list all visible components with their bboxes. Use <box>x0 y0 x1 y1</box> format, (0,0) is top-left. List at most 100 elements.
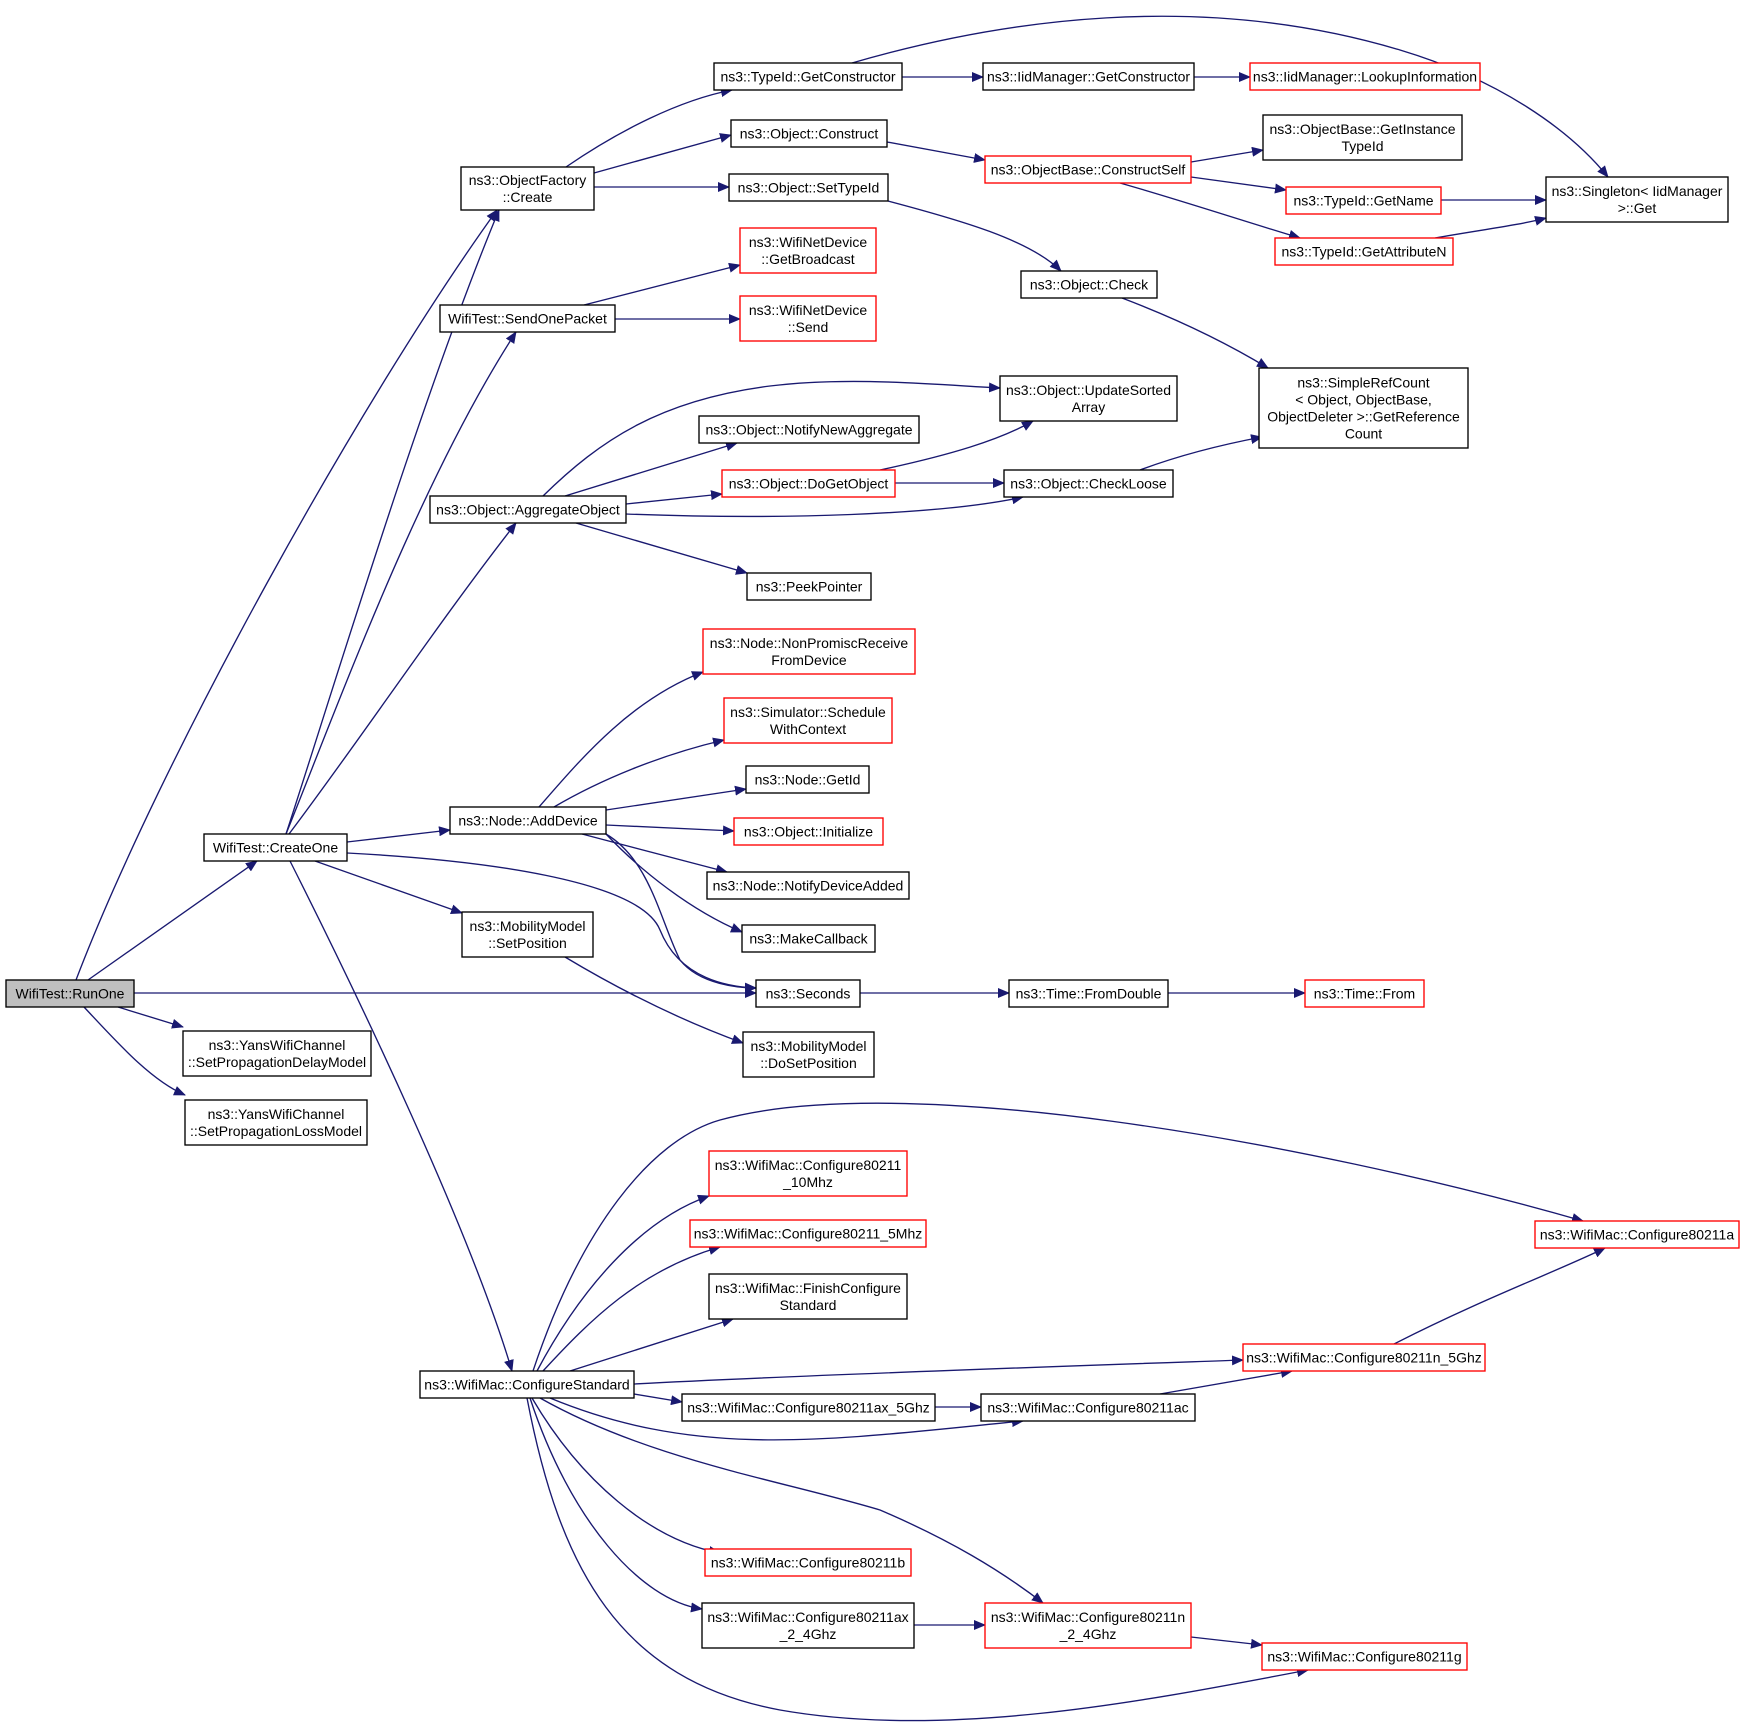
node-initialize[interactable]: ns3::Object::Initialize <box>733 817 884 846</box>
node-label-construct-0: ns3::Object::Construct <box>740 126 879 142</box>
node-box-cn5 <box>1242 1343 1486 1372</box>
edge-runone-to-yans_delay <box>117 1006 184 1029</box>
node-aggregate[interactable]: ns3::Object::AggregateObject <box>429 495 627 524</box>
edge-cac-to-cn5 <box>1159 1367 1293 1395</box>
node-singleton[interactable]: ns3::Singleton< IidManager>::Get <box>1545 176 1729 223</box>
node-label-cax24-0: ns3::WifiMac::Configure80211ax <box>707 1609 908 1625</box>
node-sendonepacket[interactable]: WifiTest::SendOnePacket <box>439 304 616 333</box>
node-construct[interactable]: ns3::Object::Construct <box>730 119 888 148</box>
edge-cn5-to-ca <box>1393 1247 1606 1345</box>
node-box-createone <box>203 833 348 862</box>
node-seconds[interactable]: ns3::Seconds <box>755 979 861 1008</box>
edge-runone-to-objfactory <box>75 209 498 981</box>
node-peekpointer[interactable]: ns3::PeekPointer <box>746 572 872 601</box>
node-cac[interactable]: ns3::WifiMac::Configure80211ac <box>980 1393 1196 1422</box>
node-box-getinstancetypeid <box>1262 114 1463 161</box>
node-label-cn24-0: ns3::WifiMac::Configure80211n <box>991 1609 1185 1625</box>
node-runone[interactable]: WifiTest::RunOne <box>5 979 135 1008</box>
node-yans_delay[interactable]: ns3::YansWifiChannel::SetPropagationDela… <box>182 1030 372 1077</box>
node-yans_loss[interactable]: ns3::YansWifiChannel::SetPropagationLoss… <box>184 1099 368 1146</box>
node-label-objfactory-1: ::Create <box>503 189 553 205</box>
node-label-dosetposition-0: ns3::MobilityModel <box>751 1038 867 1054</box>
node-cax5[interactable]: ns3::WifiMac::Configure80211ax_5Ghz <box>681 1393 936 1422</box>
edge-checkloose-to-simplerefcount <box>1139 434 1263 471</box>
node-cg[interactable]: ns3::WifiMac::Configure80211g <box>1261 1642 1468 1671</box>
node-box-dosetposition <box>742 1031 875 1078</box>
node-getattributen[interactable]: ns3::TypeId::GetAttributeN <box>1274 237 1454 266</box>
node-label-ca-0: ns3::WifiMac::Configure80211a <box>1540 1227 1734 1243</box>
node-box-settypeid <box>728 173 889 202</box>
node-simplerefcount[interactable]: ns3::SimpleRefCount< Object, ObjectBase,… <box>1258 367 1469 449</box>
node-makecallback[interactable]: ns3::MakeCallback <box>741 924 876 953</box>
node-c10mhz[interactable]: ns3::WifiMac::Configure80211_10Mhz <box>708 1150 908 1197</box>
node-box-peekpointer <box>746 572 872 601</box>
node-box-makecallback <box>741 924 876 953</box>
node-dosetposition[interactable]: ns3::MobilityModel::DoSetPosition <box>742 1031 875 1078</box>
edge-configstd-to-finishcfg <box>569 1317 734 1372</box>
edge-configstd-to-cb <box>531 1397 721 1556</box>
edge-configstd-to-ca <box>532 1102 1584 1372</box>
node-iidgetconstructor[interactable]: ns3::IidManager::GetConstructor <box>982 62 1195 91</box>
node-setposition[interactable]: ns3::MobilityModel::SetPosition <box>461 911 594 958</box>
node-constructself[interactable]: ns3::ObjectBase::ConstructSelf <box>984 155 1192 184</box>
node-getconstructor[interactable]: ns3::TypeId::GetConstructor <box>713 62 903 91</box>
node-objfactory[interactable]: ns3::ObjectFactory::Create <box>460 166 595 211</box>
node-label-simplerefcount-1: < Object, ObjectBase, <box>1295 392 1432 408</box>
node-cb[interactable]: ns3::WifiMac::Configure80211b <box>704 1548 912 1577</box>
node-label-cac-0: ns3::WifiMac::Configure80211ac <box>987 1400 1188 1416</box>
node-label-dogetobject-0: ns3::Object::DoGetObject <box>729 476 889 492</box>
node-getbroadcast[interactable]: ns3::WifiNetDevice::GetBroadcast <box>739 227 877 274</box>
node-c5mhz[interactable]: ns3::WifiMac::Configure80211_5Mhz <box>689 1219 927 1248</box>
node-label-schedulectx-1: WithContext <box>770 721 846 737</box>
node-adddevice[interactable]: ns3::Node::AddDevice <box>449 806 607 835</box>
node-notifynewagg[interactable]: ns3::Object::NotifyNewAggregate <box>698 415 920 444</box>
edge-aggregate-to-updatesorted <box>542 380 1001 497</box>
node-label-initialize-0: ns3::Object::Initialize <box>744 824 873 840</box>
node-box-notifydevadded <box>706 871 910 900</box>
node-box-fromdouble <box>1008 979 1169 1008</box>
node-fromdouble[interactable]: ns3::Time::FromDouble <box>1008 979 1169 1008</box>
node-label-singleton-0: ns3::Singleton< IidManager <box>1552 183 1723 199</box>
node-cn24[interactable]: ns3::WifiMac::Configure80211n_2_4Ghz <box>984 1602 1192 1649</box>
edge-createone-to-adddevice <box>346 826 451 843</box>
node-settypeid[interactable]: ns3::Object::SetTypeId <box>728 173 889 202</box>
node-objcheck[interactable]: ns3::Object::Check <box>1020 270 1158 299</box>
node-label-simplerefcount-3: Count <box>1345 426 1382 442</box>
node-label-getbroadcast-1: ::GetBroadcast <box>761 251 854 267</box>
node-label-notifynewagg-0: ns3::Object::NotifyNewAggregate <box>706 422 913 438</box>
node-box-singleton <box>1545 176 1729 223</box>
edge-adddevice-to-nonpromisc <box>538 671 704 808</box>
node-configstd[interactable]: ns3::WifiMac::ConfigureStandard <box>419 1370 635 1399</box>
node-label-getname-0: ns3::TypeId::GetName <box>1293 193 1433 209</box>
node-ca[interactable]: ns3::WifiMac::Configure80211a <box>1534 1220 1740 1249</box>
node-timefrom[interactable]: ns3::Time::From <box>1304 979 1425 1008</box>
node-label-nodegetid-0: ns3::Node::GetId <box>755 772 861 788</box>
node-getname[interactable]: ns3::TypeId::GetName <box>1285 186 1442 215</box>
node-nodegetid[interactable]: ns3::Node::GetId <box>745 765 870 794</box>
node-box-dogetobject <box>721 469 896 498</box>
nodes-layer: WifiTest::RunOneWifiTest::CreateOnens3::… <box>5 62 1740 1671</box>
node-dogetobject[interactable]: ns3::Object::DoGetObject <box>721 469 896 498</box>
node-label-schedulectx-0: ns3::Simulator::Schedule <box>730 704 886 720</box>
node-label-sendonepacket-0: WifiTest::SendOnePacket <box>448 311 607 327</box>
node-label-seconds-0: ns3::Seconds <box>766 986 851 1002</box>
node-checkloose[interactable]: ns3::Object::CheckLoose <box>1003 469 1174 498</box>
node-cax24[interactable]: ns3::WifiMac::Configure80211ax_2_4Ghz <box>701 1602 915 1649</box>
node-label-cax24-1: _2_4Ghz <box>779 1626 837 1642</box>
node-cn5[interactable]: ns3::WifiMac::Configure80211n_5Ghz <box>1242 1343 1486 1372</box>
node-label-dosetposition-1: ::DoSetPosition <box>760 1055 857 1071</box>
node-notifydevadded[interactable]: ns3::Node::NotifyDeviceAdded <box>706 871 910 900</box>
node-lookupinfo[interactable]: ns3::IidManager::LookupInformation <box>1249 62 1481 91</box>
node-box-runone <box>5 979 135 1008</box>
node-createone[interactable]: WifiTest::CreateOne <box>203 833 348 862</box>
node-send[interactable]: ns3::WifiNetDevice::Send <box>739 295 877 342</box>
edge-configstd-to-c10mhz <box>536 1194 710 1372</box>
node-box-iidgetconstructor <box>982 62 1195 91</box>
